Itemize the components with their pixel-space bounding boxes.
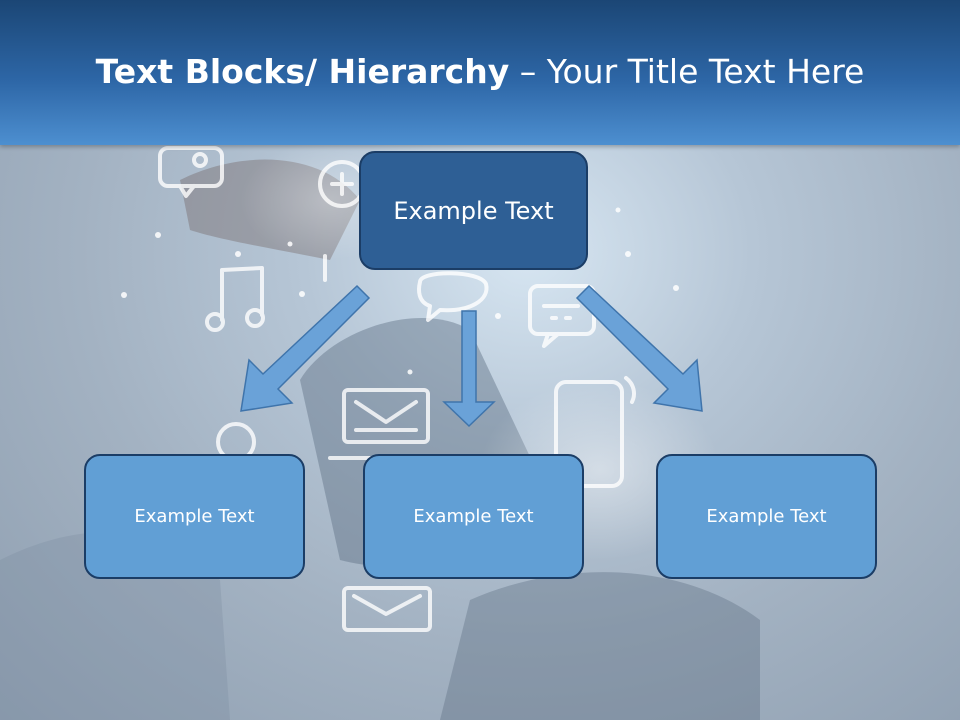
node-right-label: Example Text — [706, 506, 827, 527]
title-bold-part: Text Blocks/ Hierarchy — [95, 52, 510, 91]
node-middle-label: Example Text — [413, 506, 534, 527]
node-middle: Example Text — [363, 454, 584, 579]
title-bar: Text Blocks/ Hierarchy – Your Title Text… — [0, 0, 960, 145]
node-top-label: Example Text — [393, 196, 554, 225]
node-left-label: Example Text — [134, 506, 255, 527]
node-top: Example Text — [359, 151, 588, 270]
slide-title: Text Blocks/ Hierarchy – Your Title Text… — [0, 52, 960, 91]
arrow-to-middle — [442, 310, 496, 428]
arrow-to-right — [575, 284, 703, 412]
node-left: Example Text — [84, 454, 305, 579]
arrow-to-left — [240, 284, 371, 412]
node-right: Example Text — [656, 454, 877, 579]
title-rest-part: – Your Title Text Here — [509, 52, 865, 91]
